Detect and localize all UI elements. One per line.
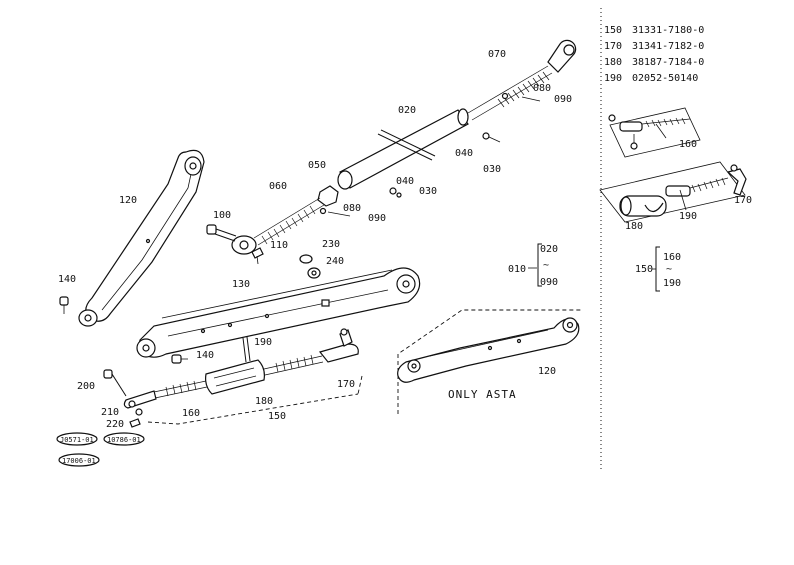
- callout-120: 120: [119, 195, 137, 206]
- callout-150: 150: [268, 411, 286, 422]
- callout-180: 180: [625, 221, 643, 232]
- callout-150: 150: [635, 264, 653, 275]
- legend-part-number: 38187-7184-0: [632, 57, 704, 68]
- ref-stamp: 10786-01: [107, 436, 141, 444]
- legend-no: 180: [604, 57, 622, 68]
- callout-240: 240: [326, 256, 344, 267]
- lower-link-130: 130: [136, 267, 421, 358]
- callout-160: 160: [679, 139, 697, 150]
- callout-200: 200: [77, 381, 95, 392]
- callout-090: 090: [368, 213, 386, 224]
- washers-230-240: 230 240: [299, 239, 344, 279]
- callout-190: 190: [254, 337, 272, 348]
- callout-040: 040: [455, 148, 473, 159]
- callout-210: 210: [101, 407, 119, 418]
- callout-100: 100: [213, 210, 231, 221]
- callout-030: 030: [419, 186, 437, 197]
- callout-190: 190: [663, 278, 681, 289]
- legend-part-number: 31331-7180-0: [632, 25, 704, 36]
- callout-120: 120: [538, 366, 556, 377]
- callout-160: 160: [663, 252, 681, 263]
- callout-170: 170: [337, 379, 355, 390]
- check-chain-150: 190 180 170 160 200 210 220 150: [77, 328, 363, 430]
- callout-110: 110: [270, 240, 288, 251]
- callout-050: 050: [308, 160, 326, 171]
- callout-220: 220: [106, 419, 124, 430]
- ref-stamp: 17006-01: [62, 457, 96, 465]
- callout-070: 070: [488, 49, 506, 60]
- legend-no: 190: [604, 73, 622, 84]
- ref-stamp: J0571-01: [60, 436, 94, 444]
- callout-090: 090: [540, 277, 558, 288]
- callout-080: 080: [533, 83, 551, 94]
- lift-arm-120: 120: [78, 149, 205, 327]
- group-010: 010 020 ~ 090: [508, 243, 558, 288]
- legend-no: 150: [604, 25, 622, 36]
- asta-arm-120: 120 ONLY ASTA: [397, 309, 582, 414]
- callout-230: 230: [322, 239, 340, 250]
- callout-180: 180: [255, 396, 273, 407]
- callout-040: 040: [396, 176, 414, 187]
- legend-part-number: 31341-7182-0: [632, 41, 704, 52]
- callout-140: 140: [58, 274, 76, 285]
- callout-010: 010: [508, 264, 526, 275]
- callout-080: 080: [343, 203, 361, 214]
- callout-170: 170: [734, 195, 752, 206]
- callout-020: 020: [398, 105, 416, 116]
- tilde-mark: ~: [543, 260, 549, 271]
- top-link-assembly: 020 070 080 090 040 030 050 040 030 060: [206, 39, 577, 265]
- callout-130: 130: [232, 279, 250, 290]
- callout-190: 190: [679, 211, 697, 222]
- bolts-140: 140 140: [58, 274, 214, 364]
- callout-060: 060: [269, 181, 287, 192]
- legend-no: 170: [604, 41, 622, 52]
- callout-030: 030: [483, 164, 501, 175]
- parts-legend: 150 31331-7180-0 170 31341-7182-0 180 38…: [604, 25, 704, 84]
- reference-stamps: J0571-01 10786-01 17006-01: [56, 432, 145, 467]
- callout-140: 140: [196, 350, 214, 361]
- tilde-mark: ~: [666, 264, 672, 275]
- legend-part-number: 02052-50140: [632, 73, 698, 84]
- callout-020: 020: [540, 244, 558, 255]
- callout-160: 160: [182, 408, 200, 419]
- right-subassembly: 160 170 180 190 150 160 ~ 190: [599, 107, 752, 292]
- callout-090: 090: [554, 94, 572, 105]
- only-asta-note: ONLY ASTA: [448, 388, 517, 401]
